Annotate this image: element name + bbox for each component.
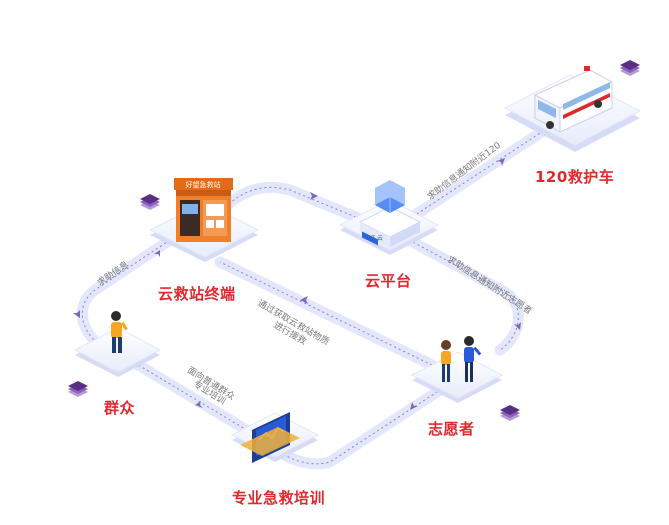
cloud-screen-label: IoT 云 [366, 235, 383, 242]
training-label: 专业急救培训 [232, 489, 326, 507]
kiosk-icon: 好望急救站 [174, 178, 233, 242]
ambulance-icon [534, 66, 613, 133]
volunteer-label: 志愿者 [428, 420, 475, 438]
kiosk-sign: 好望急救站 [186, 180, 221, 189]
volunteers-icon [441, 336, 482, 382]
training-board-icon [240, 412, 300, 463]
crowd-person-icon [111, 311, 128, 353]
flow-tracks [76, 114, 566, 470]
cloud-server-icon: IoT 云 [358, 180, 422, 247]
arrow-heads [73, 158, 521, 410]
cube-marker-volunteer [500, 405, 520, 421]
crowd-label: 群众 [104, 399, 136, 417]
platform-crowd [73, 327, 162, 377]
cube-marker-crowd [68, 381, 88, 397]
ambulance-label: 120救护车 [535, 168, 615, 186]
cube-marker-kiosk [140, 194, 160, 210]
kiosk-label: 云救站终端 [158, 285, 236, 303]
cube-marker-ambulance [620, 60, 640, 76]
cloud-label: 云平台 [365, 272, 412, 290]
